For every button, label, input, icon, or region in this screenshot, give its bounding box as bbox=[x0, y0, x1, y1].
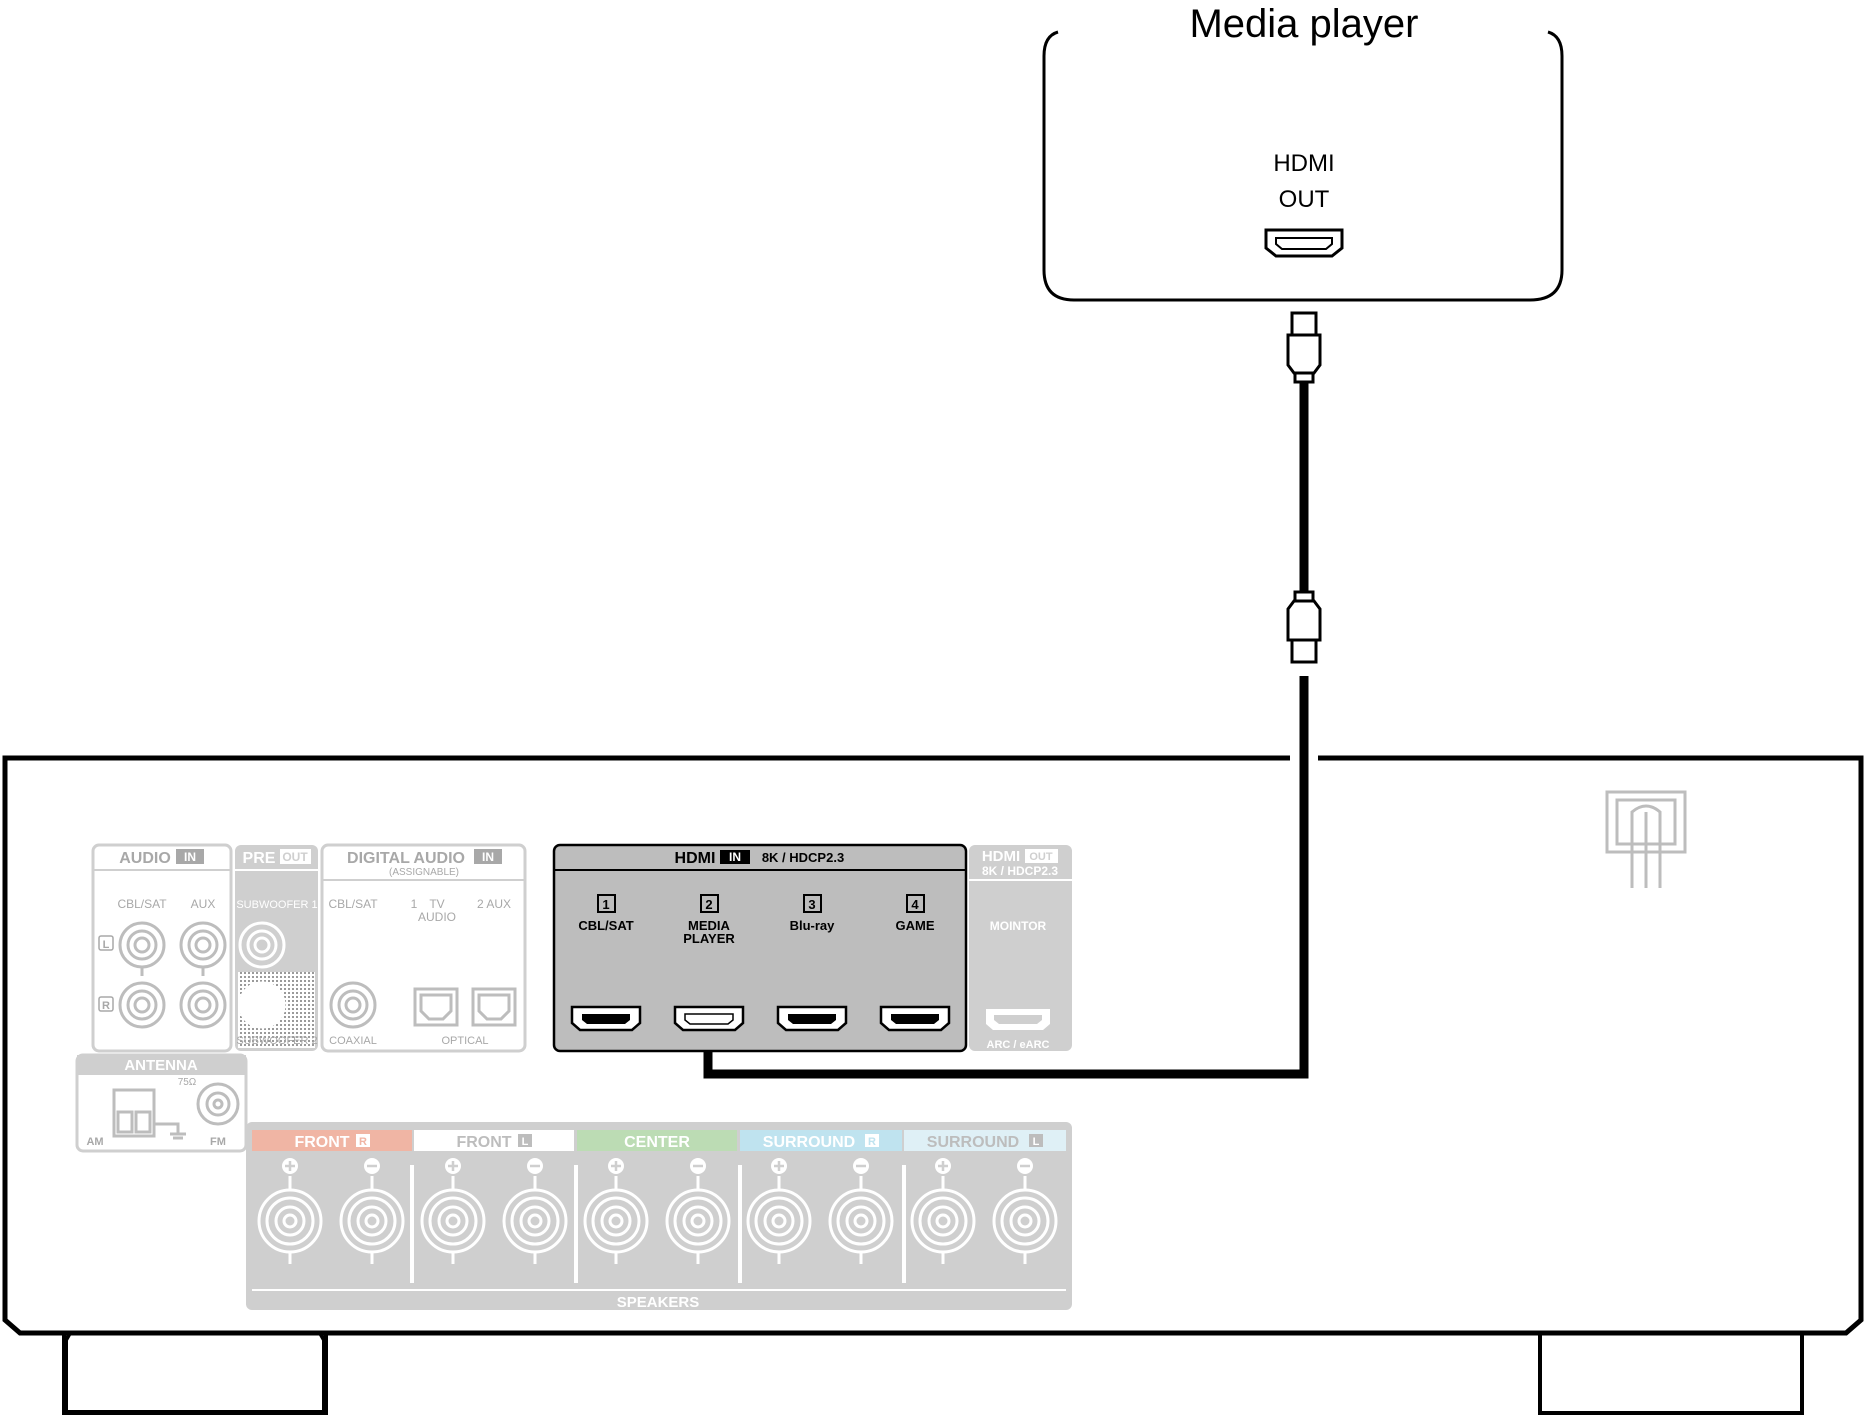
hdmi-plug-top[interactable] bbox=[1286, 311, 1322, 384]
media-player-port-label-hdmi: HDMI bbox=[1273, 150, 1334, 177]
audio-in-cblsat-r-jack[interactable] bbox=[118, 981, 166, 1029]
fm-antenna-jack[interactable] bbox=[196, 1082, 240, 1126]
speakers-section: FRONT R FRONT L CENTER SURROUND R SURROU… bbox=[246, 1122, 1072, 1311]
hdmi-in-badge: IN bbox=[729, 850, 741, 864]
hdmi-in-title: HDMI bbox=[675, 850, 716, 867]
hdmi-in-port-3-label: Blu-ray bbox=[790, 918, 836, 933]
hdmi-plug-bottom[interactable] bbox=[1286, 590, 1322, 664]
hdmi-out-monitor: MOINTOR bbox=[990, 919, 1047, 933]
audio-in-col-cblsat: CBL/SAT bbox=[117, 897, 167, 911]
speaker-terminal-3-negative[interactable] bbox=[665, 1158, 731, 1264]
audio-in-aux-r-jack[interactable] bbox=[179, 981, 227, 1029]
media-player-port-label-out: OUT bbox=[1279, 186, 1330, 213]
hdmi-in-port-3[interactable]: 3 Blu-ray bbox=[776, 894, 848, 1032]
optical-aux-jack[interactable] bbox=[471, 987, 517, 1027]
hdmi-in-port-4[interactable]: 4 GAME bbox=[879, 894, 951, 1032]
digital-audio-in-optical: OPTICAL bbox=[441, 1035, 488, 1047]
media-player-hdmi-out-port[interactable] bbox=[1264, 228, 1344, 258]
digital-audio-in-col-tv: TV bbox=[429, 897, 444, 911]
left-foot bbox=[64, 1332, 326, 1414]
speaker-group-2-label: FRONT bbox=[456, 1134, 511, 1151]
digital-audio-in-coaxial: COAXIAL bbox=[329, 1035, 377, 1047]
audio-in-section: AUDIO IN CBL/SAT AUX L R bbox=[91, 843, 233, 1053]
hdmi-in-port-3-number: 3 bbox=[808, 897, 815, 912]
speaker-group-4-label: SURROUND bbox=[763, 1134, 855, 1151]
hdmi-in-port-2-label1: MEDIA bbox=[688, 918, 731, 933]
digital-audio-in-col-1: 1 bbox=[411, 897, 418, 911]
antenna-am: AM bbox=[86, 1136, 103, 1148]
speaker-terminal-5-negative[interactable] bbox=[992, 1158, 1058, 1264]
antenna-title: ANTENNA bbox=[124, 1057, 197, 1074]
audio-in-aux-l-jack[interactable] bbox=[179, 921, 227, 969]
hdmi-in-port-4-number: 4 bbox=[911, 897, 919, 912]
digital-audio-in-col-audio: AUDIO bbox=[418, 910, 456, 924]
audio-in-cblsat-l-jack[interactable] bbox=[118, 921, 166, 969]
hdmi-out-arc: ARC / eARC bbox=[987, 1039, 1050, 1051]
speaker-group-1-label: FRONT bbox=[294, 1134, 349, 1151]
digital-audio-in-title: DIGITAL AUDIO bbox=[347, 850, 465, 867]
hdmi-in-port-2[interactable]: 2 MEDIA PLAYER bbox=[673, 894, 745, 1032]
audio-in-badge: IN bbox=[184, 850, 196, 864]
hdmi-out-badge: OUT bbox=[1029, 851, 1053, 863]
subwoofer2-jack[interactable] bbox=[238, 981, 286, 1029]
am-antenna-terminal[interactable] bbox=[112, 1088, 186, 1140]
speaker-group-1-side: R bbox=[359, 1136, 367, 1148]
hdmi-in-port-1[interactable]: 1 CBL/SAT bbox=[570, 894, 642, 1032]
audio-in-title: AUDIO bbox=[119, 850, 171, 867]
hdmi-in-port-1-label: CBL/SAT bbox=[578, 918, 633, 933]
power-cord-inlet bbox=[1605, 790, 1687, 888]
hdmi-in-port-2-number: 2 bbox=[705, 897, 712, 912]
hdmi-in-port-4-label: GAME bbox=[896, 918, 935, 933]
speakers-title: SPEAKERS bbox=[617, 1294, 700, 1311]
coaxial-jack[interactable] bbox=[329, 981, 377, 1029]
speaker-terminal-2-positive[interactable] bbox=[420, 1158, 486, 1264]
digital-audio-in-badge: IN bbox=[482, 850, 494, 864]
hdmi-out-monitor-port[interactable] bbox=[986, 1009, 1050, 1030]
audio-in-left: L bbox=[103, 939, 110, 951]
audio-in-col-aux: AUX bbox=[191, 897, 216, 911]
hdmi-in-section: HDMI IN 8K / HDCP2.3 1 CBL/SAT 2 MEDIA P… bbox=[552, 843, 968, 1053]
media-player-device: Media player HDMI OUT bbox=[1042, 2, 1564, 302]
speaker-group-4-side: R bbox=[868, 1136, 876, 1148]
speaker-terminal-2-negative[interactable] bbox=[502, 1158, 568, 1264]
speaker-group-2-side: L bbox=[522, 1136, 529, 1148]
speaker-terminal-4-negative[interactable] bbox=[828, 1158, 894, 1264]
media-player-title: Media player bbox=[1189, 2, 1418, 46]
pre-out-badge: OUT bbox=[282, 850, 308, 864]
speaker-terminal-4-positive[interactable] bbox=[746, 1158, 812, 1264]
digital-audio-in-section: DIGITAL AUDIO IN (ASSIGNABLE) CBL/SAT 1 … bbox=[320, 843, 527, 1053]
speaker-terminal-1-positive[interactable] bbox=[257, 1158, 323, 1264]
speaker-group-5-side: L bbox=[1033, 1136, 1040, 1148]
pre-out-subwoofer2: SUBWOOFER 2 bbox=[236, 1035, 317, 1047]
speaker-terminal-1-negative[interactable] bbox=[339, 1158, 405, 1264]
digital-audio-in-col-2aux: 2 AUX bbox=[477, 897, 511, 911]
speaker-group-5-label: SURROUND bbox=[927, 1134, 1019, 1151]
antenna-section: ANTENNA 75Ω AM FM bbox=[75, 1053, 248, 1153]
hdmi-in-port-2-label2: PLAYER bbox=[683, 931, 735, 946]
digital-audio-in-col-cblsat: CBL/SAT bbox=[328, 897, 378, 911]
speaker-terminal-3-positive[interactable] bbox=[583, 1158, 649, 1264]
hdmi-out-section: HDMI OUT 8K / HDCP2.3 MOINTOR ARC / eARC bbox=[969, 845, 1072, 1051]
hdmi-out-title: HDMI bbox=[982, 848, 1020, 865]
hdmi-in-port-1-number: 1 bbox=[602, 897, 609, 912]
digital-audio-in-subtitle: (ASSIGNABLE) bbox=[389, 867, 459, 878]
pre-out-title: PRE bbox=[243, 850, 276, 867]
av-receiver-back-panel bbox=[2, 755, 1864, 1415]
hdmi-out-spec: 8K / HDCP2.3 bbox=[982, 864, 1058, 878]
pre-out-section: PRE OUT SUBWOOFER 1 SUBWOOFER 2 bbox=[235, 845, 318, 1051]
audio-in-right: R bbox=[102, 1000, 110, 1012]
hdmi-in-spec: 8K / HDCP2.3 bbox=[762, 850, 844, 865]
optical-tv-audio-jack[interactable] bbox=[413, 987, 459, 1027]
speaker-terminal-5-positive[interactable] bbox=[910, 1158, 976, 1264]
pre-out-subwoofer1: SUBWOOFER 1 bbox=[236, 899, 317, 911]
antenna-fm: FM bbox=[210, 1136, 226, 1148]
subwoofer1-jack[interactable] bbox=[238, 921, 286, 969]
speaker-group-3-label: CENTER bbox=[624, 1134, 690, 1151]
antenna-ohm: 75Ω bbox=[178, 1077, 197, 1088]
